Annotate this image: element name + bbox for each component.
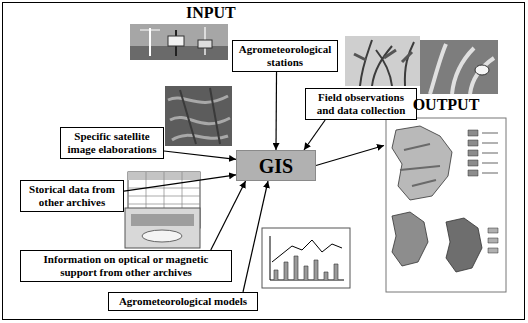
model-chart [262, 228, 350, 288]
region-map [392, 212, 428, 266]
input-box: Agrometeorological models [108, 292, 258, 311]
arrow-connector [275, 72, 277, 150]
input-box: Specific satellite image elaborations [60, 127, 164, 159]
map-legend [468, 130, 478, 176]
drive-slot [131, 214, 194, 226]
satellite-ground [165, 86, 232, 146]
station-photo [130, 24, 228, 60]
arrow-connector [164, 151, 236, 159]
region-map [392, 126, 452, 200]
arrow-connector [316, 146, 384, 166]
outer-frame [3, 3, 525, 320]
arrow-connector [124, 175, 236, 191]
photo-ground [345, 36, 420, 86]
input-box: Agrometeorological stations [232, 40, 338, 72]
output-panel: OUTPUT [384, 96, 508, 294]
node-text: OUTPUT [384, 96, 508, 114]
table-grid [128, 172, 200, 228]
station-screen [168, 36, 184, 46]
disk [142, 230, 182, 242]
input-box: Field observations and data collection [305, 88, 417, 120]
node-text: Field observations and data collection [311, 91, 411, 117]
input-box: Information on optical or magnetic suppo… [20, 250, 232, 282]
node-text: GIS [259, 155, 293, 177]
photo-ground [130, 46, 228, 60]
chart-line [272, 240, 342, 262]
arrow-connector [211, 181, 246, 250]
plant-stems [360, 40, 414, 86]
region-map [446, 218, 482, 272]
map-legend [488, 228, 498, 253]
corn-leaves [430, 44, 494, 94]
output-maps [386, 118, 506, 292]
plant-leaves [354, 50, 412, 62]
table-image [128, 172, 200, 228]
table-frame [128, 172, 200, 228]
optical-drive-image [125, 208, 200, 248]
satellite-texture [180, 88, 220, 144]
arrow-connector [304, 120, 325, 150]
drive-body [125, 208, 200, 248]
node-text: Agrometeorological stations [238, 43, 332, 69]
node-text: Storical data from other archives [26, 183, 118, 209]
station-box [198, 40, 212, 48]
field-photo [345, 36, 420, 86]
node-text: Specific satellite image elaborations [66, 130, 158, 156]
section-heading: INPUT [186, 4, 236, 22]
chart-frame [262, 228, 350, 288]
chart-axes [270, 236, 344, 280]
photo-sky [130, 24, 228, 60]
node-text: Information on optical or magnetic suppo… [26, 253, 226, 279]
station-pole [149, 28, 151, 56]
satellite-photo [165, 86, 232, 146]
legend-lines [482, 133, 498, 173]
station-arm [140, 30, 160, 31]
corn-photo [420, 40, 498, 94]
node-text: Agrometeorological models [114, 295, 252, 308]
satellite-texture [168, 96, 230, 140]
chart-bars [274, 256, 338, 280]
photo-ground [420, 40, 498, 94]
input-box: Storical data from other archives [20, 180, 124, 212]
gis-box: GIS [236, 150, 316, 181]
map-zones [400, 144, 440, 186]
map-frame [386, 118, 506, 292]
arrow-connector [243, 181, 268, 292]
sensor [475, 65, 489, 75]
